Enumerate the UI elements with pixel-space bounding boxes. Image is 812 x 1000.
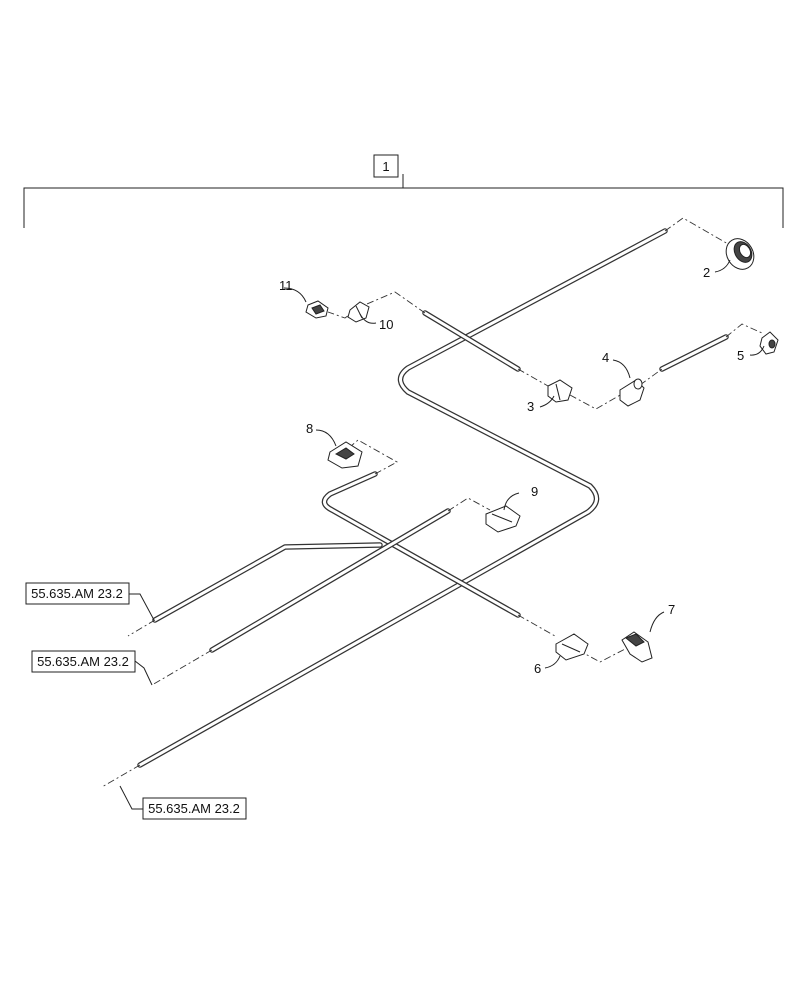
reference-box-b[interactable]: 55.635.AM 23.2 [31, 650, 153, 686]
connection-lines [101, 217, 763, 788]
callout-10: 10 [379, 317, 393, 332]
callout-9: 9 [531, 484, 538, 499]
reference-box-c[interactable]: 55.635.AM 23.2 [119, 785, 247, 820]
part-2-grommet-connector [725, 238, 755, 270]
callout-3: 3 [527, 399, 534, 414]
part-8-connector [327, 441, 363, 469]
callout-8: 8 [306, 421, 313, 436]
reference-label-b: 55.635.AM 23.2 [37, 654, 129, 669]
part-4-connector [619, 378, 645, 407]
callout-numbers: 2 11 10 3 4 5 8 9 6 7 [279, 265, 744, 676]
reference-box-a[interactable]: 55.635.AM 23.2 [25, 582, 155, 621]
callout-leaders [283, 259, 765, 669]
part-11-connector [305, 300, 329, 319]
part-3-connector [547, 379, 573, 403]
part-9-connector [485, 505, 521, 533]
harness-trunk [137, 228, 729, 768]
part-5-connector [759, 331, 779, 355]
callout-2: 2 [703, 265, 710, 280]
part-6-connector [555, 633, 589, 661]
reference-label-c: 55.635.AM 23.2 [148, 801, 240, 816]
callout-5: 5 [737, 348, 744, 363]
reference-label-a: 55.635.AM 23.2 [31, 586, 123, 601]
item-1-label: 1 [382, 159, 389, 174]
callout-6: 6 [534, 661, 541, 676]
part-7-clip [621, 631, 653, 663]
assembly-bracket: 1 [23, 154, 784, 228]
part-10-connector [347, 301, 370, 323]
callout-11: 11 [279, 278, 293, 293]
callout-7: 7 [668, 602, 675, 617]
callout-4: 4 [602, 350, 609, 365]
